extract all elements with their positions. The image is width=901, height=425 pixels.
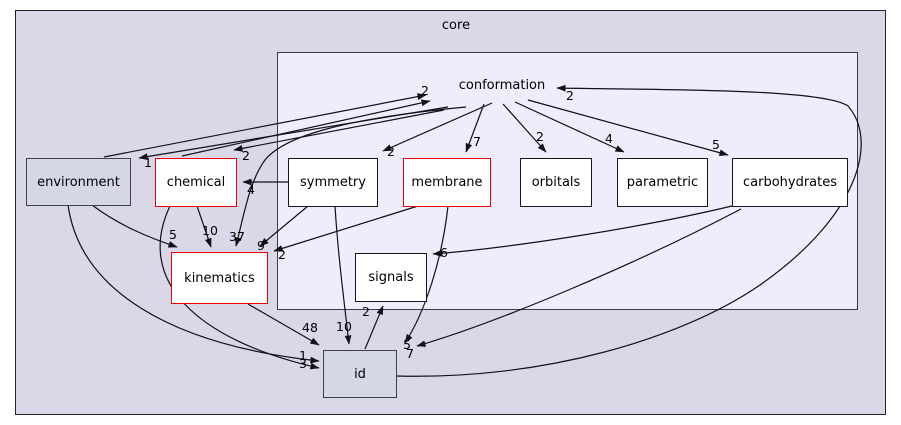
node-membrane[interactable]: membrane <box>403 158 491 207</box>
edge-count: 10 <box>336 319 352 334</box>
edge-count: 37 <box>229 229 245 244</box>
edge-count: 6 <box>440 245 448 260</box>
node-signals[interactable]: signals <box>355 253 427 302</box>
edge-count: 1 <box>144 155 152 170</box>
edge-count: 7 <box>406 346 414 361</box>
edge-count: 2 <box>362 304 370 319</box>
node-kinematics[interactable]: kinematics <box>171 252 268 304</box>
edge-count: 7 <box>473 134 481 149</box>
edge-count: 48 <box>302 320 318 335</box>
edge-count: 2 <box>278 247 286 262</box>
core-cluster-label: core <box>441 18 471 33</box>
node-orbitals[interactable]: orbitals <box>520 158 592 207</box>
node-chemical[interactable]: chemical <box>155 158 237 207</box>
edge-count: 9 <box>257 238 265 253</box>
edge-count: 5 <box>712 137 720 152</box>
edge-count: 5 <box>403 337 411 352</box>
node-environment[interactable]: environment <box>26 158 131 206</box>
node-carbohydrates[interactable]: carbohydrates <box>732 158 848 207</box>
edge-count: 1 <box>299 348 307 363</box>
edge-count: 4 <box>247 182 255 197</box>
node-symmetry[interactable]: symmetry <box>288 158 378 207</box>
node-parametric[interactable]: parametric <box>617 158 708 207</box>
edge-count: 2 <box>536 129 544 144</box>
edge-count: 10 <box>202 223 218 238</box>
edge-count: 2 <box>566 88 574 103</box>
edge-count: 2 <box>387 144 395 159</box>
edge-count: 3 <box>299 356 307 371</box>
node-id[interactable]: id <box>323 350 397 398</box>
edge-count: 2 <box>421 83 429 98</box>
edge-count: 2 <box>242 148 250 163</box>
edge-count: 5 <box>169 227 177 242</box>
conformation-dir-label: conformation <box>458 78 546 93</box>
edge-count: 4 <box>605 131 613 146</box>
